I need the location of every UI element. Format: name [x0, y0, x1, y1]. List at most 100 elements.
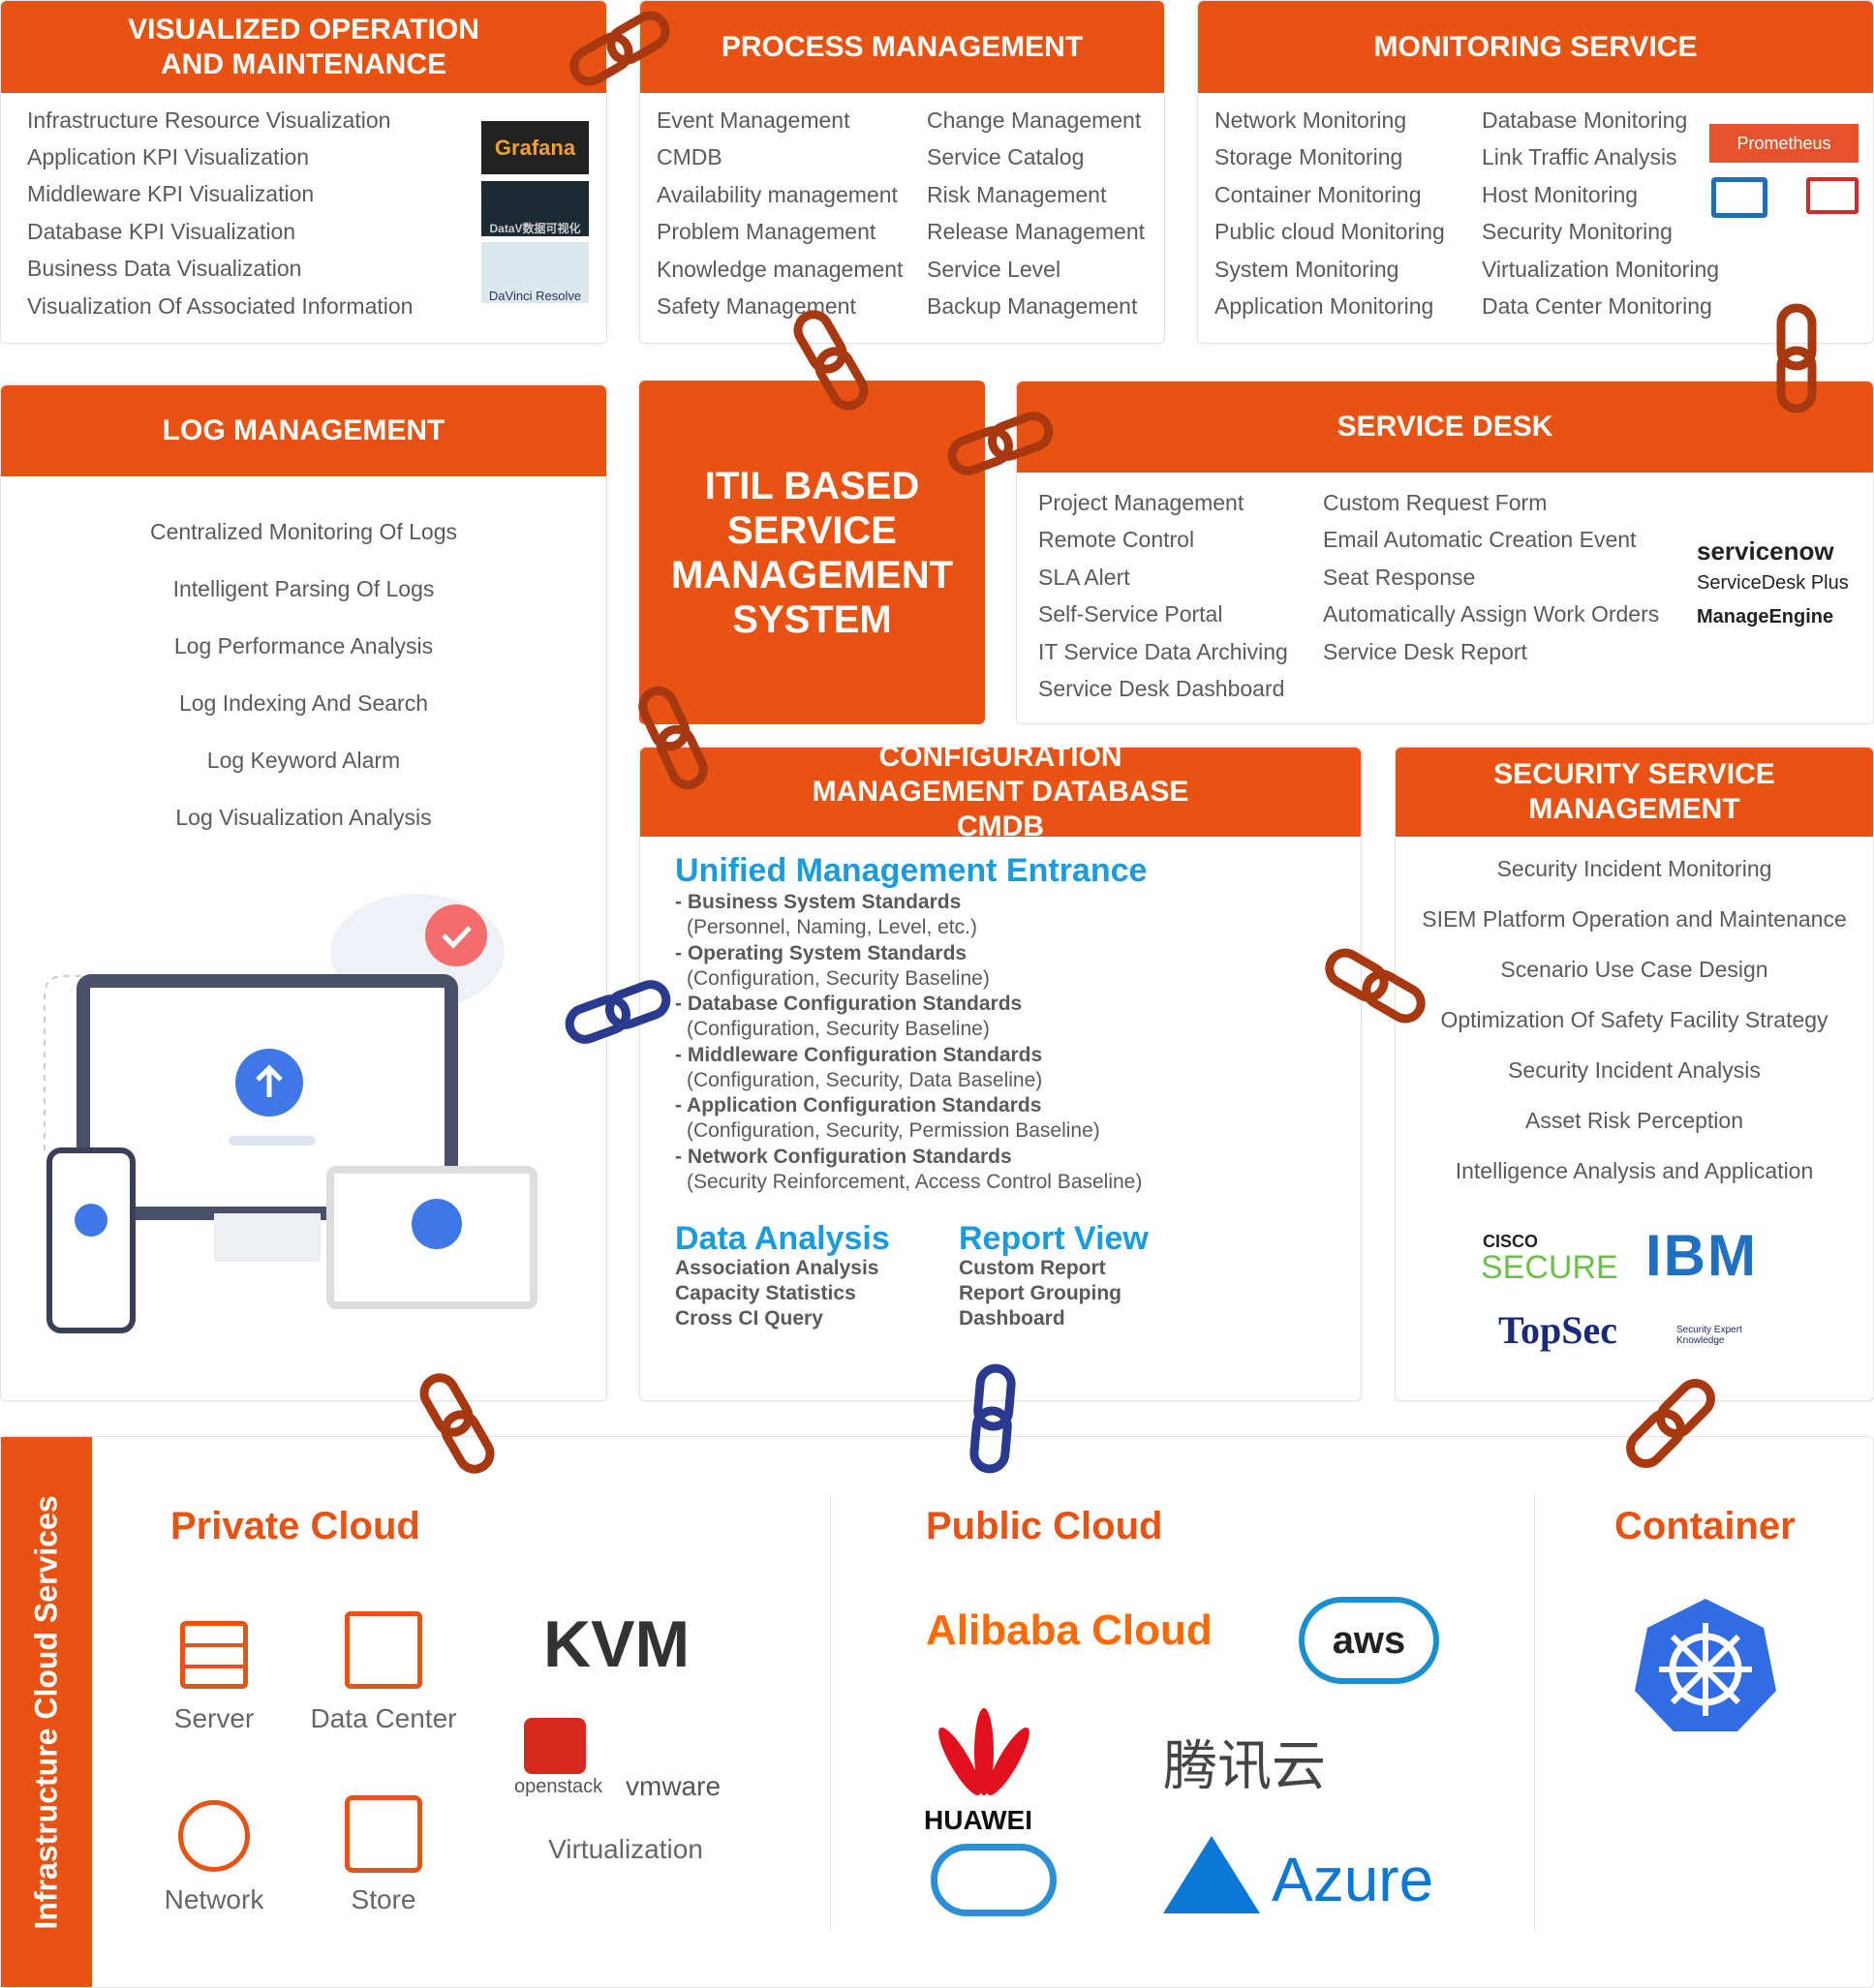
store-label: Store	[351, 1884, 416, 1914]
server-icon	[180, 1621, 248, 1689]
standard-title: - Middleware Configuration Standards	[675, 1043, 1043, 1066]
panel-title: MONITORING SERVICE	[1198, 1, 1873, 93]
standard-title: - Application Configuration Standards	[675, 1094, 1042, 1116]
data-center-label: Data Center	[310, 1703, 457, 1733]
alibaba-cloud-logo: Alibaba Cloud	[926, 1606, 1213, 1654]
list-item: Asset Risk Perception	[1525, 1108, 1743, 1133]
chain-link-icon	[1325, 948, 1426, 1024]
huawei-petals-icon	[938, 1708, 1029, 1795]
list-item: Log Keyword Alarm	[206, 748, 401, 773]
chain-link-icon	[569, 11, 670, 86]
list-item: Association Analysis	[675, 1257, 879, 1279]
laptop-icon	[1806, 177, 1859, 214]
list-item: Self-Service Portal	[1038, 601, 1223, 627]
list-item: Service Level	[927, 256, 1061, 282]
list-item: Intelligent Parsing Of Logs	[172, 576, 435, 601]
list-item: IT Service Data Archiving	[1038, 638, 1288, 664]
tencent-cloud-logo: 腾讯云	[1163, 1735, 1326, 1796]
list-item: Link Traffic Analysis	[1482, 144, 1677, 170]
list-item: Public cloud Monitoring	[1214, 219, 1445, 245]
list-item: SIEM Platform Operation and Maintenance	[1422, 906, 1847, 932]
list-item: SLA Alert	[1038, 564, 1130, 590]
list-item: Business Data Visualization	[27, 256, 302, 281]
divider	[1534, 1495, 1535, 1931]
infra-side-bar: Infrastructure Cloud Services	[1, 1437, 92, 1987]
divider	[830, 1495, 831, 1931]
ibm-logo: IBM	[1645, 1223, 1758, 1288]
list-item: Security Monitoring	[1482, 219, 1673, 245]
list-item: Centralized Monitoring Of Logs	[149, 519, 458, 544]
list-item: Availability management	[657, 181, 898, 207]
list-item: Security Incident Monitoring	[1496, 856, 1772, 881]
servicenow-logo: servicenow	[1697, 536, 1834, 566]
list-item: Seat Response	[1323, 564, 1476, 590]
azure-logo: Azure	[1272, 1845, 1434, 1914]
list-item: System Monitoring	[1214, 256, 1399, 282]
itil-title: ITIL BASED SERVICE MANAGEMENT SYSTEM	[670, 464, 954, 641]
list-item: Service Catalog	[927, 144, 1085, 170]
chain-link-icon	[947, 412, 1054, 475]
panel-title: CONFIGURATION MANAGEMENT DATABASE CMDB	[640, 741, 1361, 842]
datav-logo: DataV数据可视化	[481, 181, 589, 236]
list-item: Application KPI Visualization	[27, 144, 310, 169]
visualized-ops-panel: VISUALIZED OPERATION AND MAINTENANCE Inf…	[0, 0, 607, 344]
list-item: Change Management	[927, 107, 1142, 133]
list-item: Infrastructure Resource Visualization	[27, 107, 391, 133]
vmware-logo: vmware	[626, 1771, 722, 1801]
standard-detail: (Configuration, Security Baseline)	[687, 966, 990, 990]
list-item: Service Desk Dashboard	[1038, 676, 1285, 701]
list-item: Service Desk Report	[1323, 638, 1527, 664]
monitor-icon	[1711, 177, 1767, 218]
data-analysis-title: Data Analysis	[675, 1220, 890, 1257]
panel-title: SECURITY SERVICE MANAGEMENT	[1396, 748, 1873, 837]
standard-detail: (Security Reinforcement, Access Control …	[687, 1170, 1143, 1193]
standard-detail: (Personnel, Naming, Level, etc.)	[687, 916, 977, 938]
list-item: Application Monitoring	[1214, 293, 1434, 319]
chain-link-icon	[1776, 303, 1817, 413]
network-icon	[178, 1800, 250, 1872]
chain-link-icon	[793, 310, 869, 411]
list-item: Remote Control	[1038, 527, 1195, 553]
list-item: Backup Management	[927, 293, 1138, 319]
network-label: Network	[164, 1884, 264, 1914]
openstack-icon	[524, 1718, 586, 1774]
topsec-tagline: Security Expert Knowledge	[1676, 1325, 1742, 1346]
data-center-icon	[345, 1611, 422, 1689]
list-item: Optimization Of Safety Facility Strategy	[1440, 1007, 1828, 1032]
list-item: Report Grouping	[959, 1282, 1121, 1304]
list-item: Visualization Of Associated Information	[27, 293, 414, 319]
report-view-title: Report View	[959, 1220, 1149, 1257]
list-item: Cross CI Query	[675, 1307, 823, 1330]
list-item: Intelligence Analysis and Application	[1455, 1158, 1814, 1183]
chain-link-icon	[969, 1363, 1016, 1474]
list-item: Email Automatic Creation Event	[1323, 527, 1637, 553]
panel-title: LOG MANAGEMENT	[1, 385, 606, 476]
standard-title: - Operating System Standards	[675, 941, 968, 964]
chain-link-icon	[638, 686, 708, 790]
list-item: Custom Report	[959, 1257, 1106, 1279]
list-item: Database KPI Visualization	[27, 219, 296, 244]
list-item: Storage Monitoring	[1214, 144, 1403, 170]
prometheus-logo: Prometheus	[1709, 124, 1859, 163]
container-title: Container	[1614, 1505, 1796, 1547]
list-item: Scenario Use Case Design	[1500, 957, 1768, 982]
list-item: Host Monitoring	[1482, 181, 1639, 207]
devices-illustration	[44, 894, 538, 1333]
list-item: Event Management	[657, 107, 850, 133]
list-item: Project Management	[1038, 490, 1244, 515]
list-item: Virtualization Monitoring	[1482, 256, 1720, 282]
list-item: Network Monitoring	[1214, 107, 1407, 133]
openstack-logo: openstack	[514, 1776, 603, 1797]
log-management-panel: LOG MANAGEMENT Centralized Monitoring Of…	[0, 384, 607, 1401]
public-cloud-title: Public Cloud	[926, 1505, 1163, 1547]
huawei-logo: HUAWEI	[924, 1805, 1032, 1835]
azure-icon	[1163, 1836, 1260, 1913]
list-item: Problem Management	[657, 219, 876, 245]
panel-title: PROCESS MANAGEMENT	[640, 1, 1164, 93]
list-item: Log Indexing And Search	[178, 690, 429, 716]
standard-title: - Network Configuration Standards	[675, 1145, 1012, 1168]
list-item: Log Performance Analysis	[173, 633, 434, 658]
